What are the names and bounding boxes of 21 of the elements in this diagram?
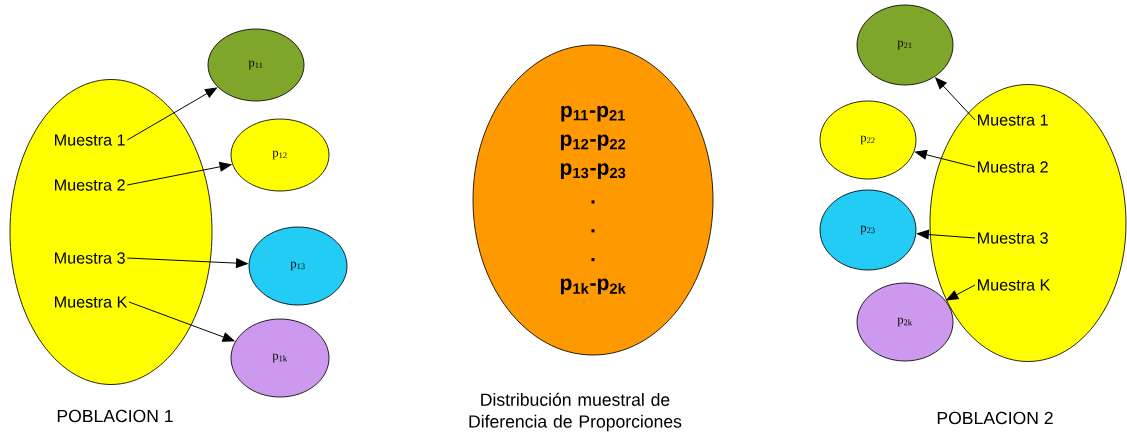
- sample-label: Muestra 2: [978, 161, 1048, 173]
- sample-label: Muestra K: [978, 279, 1051, 291]
- sample-label: Muestra 3: [978, 232, 1048, 244]
- arrow: [126, 257, 248, 268]
- population-ellipse: [929, 84, 1127, 362]
- arrow: [915, 149, 976, 168]
- arrow: [126, 87, 218, 141]
- sample-label: Muestra 2: [55, 179, 125, 191]
- node-label: Distribución muestral de Diferencia de Proporciones: [469, 392, 682, 432]
- sample-label: Muestra 1: [978, 114, 1048, 126]
- population-ellipse: [9, 79, 213, 385]
- sample-label: Muestra 1: [55, 134, 125, 146]
- node-label: POBLACION 2: [937, 411, 1053, 425]
- arrow: [917, 229, 976, 240]
- sample-label: Muestra K: [55, 296, 128, 308]
- sample-label: Muestra 3: [55, 252, 125, 264]
- arrow: [935, 77, 976, 121]
- arrow: [126, 162, 232, 186]
- arrow: [946, 284, 976, 301]
- arrow: [128, 301, 235, 342]
- node-label: POBLACION 1: [57, 409, 173, 423]
